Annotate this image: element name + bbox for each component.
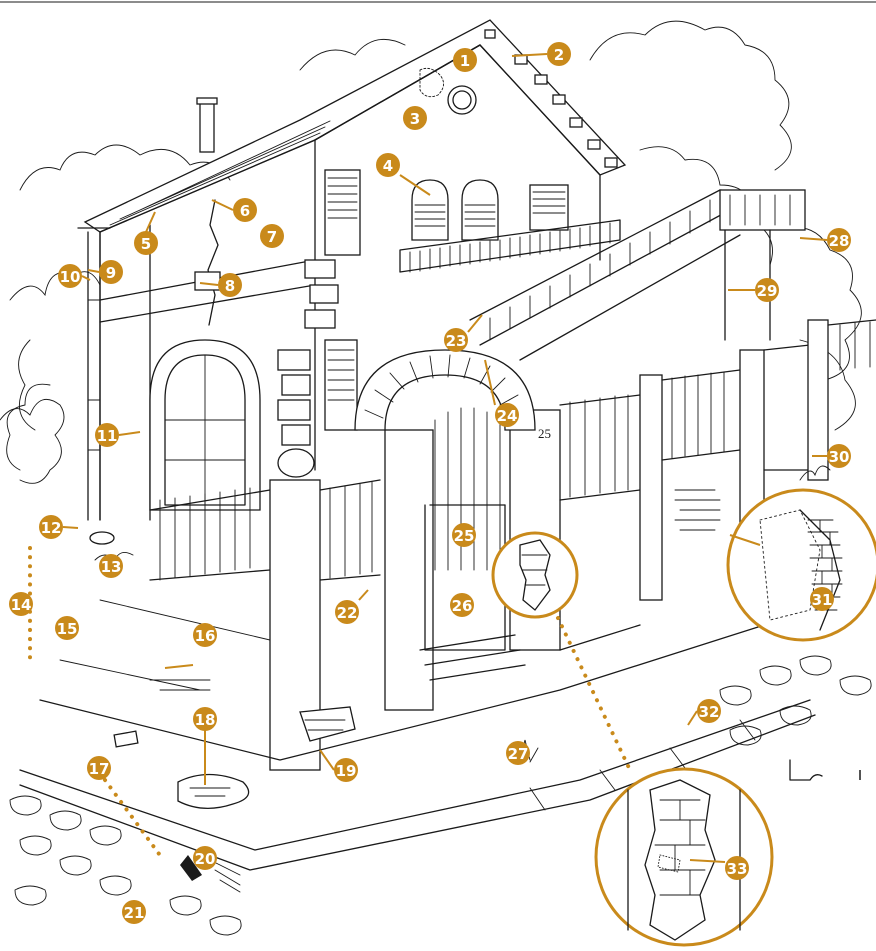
marker-number: 9 xyxy=(106,264,116,282)
detail-callout-brick-wall xyxy=(728,490,876,640)
marker-3: 3 xyxy=(403,106,427,130)
facade-crack xyxy=(208,200,218,325)
marker-number: 19 xyxy=(336,762,357,780)
marker-number: 13 xyxy=(101,558,122,576)
wall-plaque xyxy=(195,272,220,290)
marker-number: 3 xyxy=(410,110,420,128)
marker-number: 16 xyxy=(195,627,216,645)
marker-number: 11 xyxy=(97,427,118,445)
marker-28: 28 xyxy=(827,228,851,252)
marker-19: 19 xyxy=(334,758,358,782)
marker-number: 6 xyxy=(240,202,250,220)
marker-number: 33 xyxy=(727,860,748,878)
marker-number: 4 xyxy=(383,157,393,175)
marker-15: 15 xyxy=(55,616,79,640)
marker-21: 21 xyxy=(122,900,146,924)
marker-12: 12 xyxy=(39,515,63,539)
marker-27: 27 xyxy=(506,741,530,765)
marker-22: 22 xyxy=(335,600,359,624)
marker-7: 7 xyxy=(260,224,284,248)
marker-number: 21 xyxy=(124,904,145,922)
marker-16: 16 xyxy=(193,623,217,647)
marker-5: 5 xyxy=(134,231,158,255)
marker-8: 8 xyxy=(218,273,242,297)
marker-9: 9 xyxy=(99,260,123,284)
marker-number: 29 xyxy=(757,282,778,300)
marker-29: 29 xyxy=(755,278,779,302)
arched-window xyxy=(150,340,260,510)
round-window xyxy=(448,86,476,114)
marker-23: 23 xyxy=(444,328,468,352)
marker-number: 17 xyxy=(89,760,110,778)
artist-signature xyxy=(790,760,822,780)
marker-number: 10 xyxy=(60,268,81,286)
marker-1: 1 xyxy=(453,48,477,72)
marker-number: 28 xyxy=(829,232,850,250)
marker-4: 4 xyxy=(376,153,400,177)
marker-number: 18 xyxy=(195,711,216,729)
exterior-staircase xyxy=(470,190,805,360)
marker-number: 15 xyxy=(57,620,78,638)
marker-20: 20 xyxy=(193,846,217,870)
marker-number: 30 xyxy=(829,448,850,466)
marker-30: 30 xyxy=(827,444,851,468)
upper-windows xyxy=(325,170,568,255)
marker-31: 31 xyxy=(810,587,834,611)
marker-number: 27 xyxy=(508,745,529,763)
marker-number: 12 xyxy=(41,519,62,537)
chimney xyxy=(200,102,214,152)
marker-number: 24 xyxy=(497,407,518,425)
marker-number: 1 xyxy=(460,52,470,70)
marker-18: 18 xyxy=(193,707,217,731)
marker-number: 25 xyxy=(454,527,475,545)
marker-number: 23 xyxy=(446,332,467,350)
gate-pillar-mid xyxy=(385,430,433,710)
marker-24: 24 xyxy=(495,403,519,427)
marker-13: 13 xyxy=(99,554,123,578)
background-trees xyxy=(0,21,861,483)
marker-10: 10 xyxy=(58,264,82,288)
marker-number: 2 xyxy=(554,46,564,64)
marker-33: 33 xyxy=(725,856,749,880)
marker-number: 8 xyxy=(225,277,235,295)
marker-11: 11 xyxy=(95,423,119,447)
marker-number: 32 xyxy=(699,703,720,721)
house-number: 25 xyxy=(538,426,551,441)
detail-callout-pillar xyxy=(493,533,772,945)
marker-number: 7 xyxy=(267,228,277,246)
marker-26: 26 xyxy=(450,593,474,617)
marker-2: 2 xyxy=(547,42,571,66)
marker-number: 5 xyxy=(141,235,151,253)
pillar-finial xyxy=(278,449,314,477)
marker-number: 20 xyxy=(195,850,216,868)
marker-17: 17 xyxy=(87,756,111,780)
marker-14: 14 xyxy=(9,592,33,616)
marker-6: 6 xyxy=(233,198,257,222)
marker-25: 25 xyxy=(452,523,476,547)
marker-number: 22 xyxy=(337,604,358,622)
marker-number: 31 xyxy=(812,591,833,609)
marker-32: 32 xyxy=(697,699,721,723)
marker-number: 26 xyxy=(452,597,473,615)
marker-number: 14 xyxy=(11,596,32,614)
